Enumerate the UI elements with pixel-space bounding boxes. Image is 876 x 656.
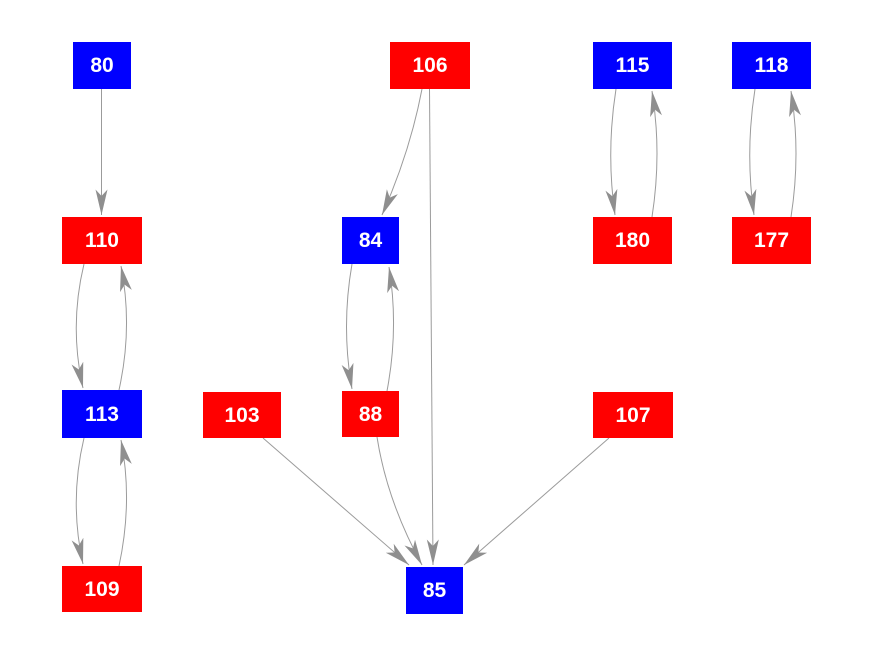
edge-118-to-177 xyxy=(744,88,757,216)
edge-115-to-180 xyxy=(605,88,618,216)
graph-node-103[interactable]: 103 xyxy=(203,392,281,438)
edge-109-to-113 xyxy=(118,439,132,567)
edge-113-to-110 xyxy=(118,265,132,391)
edge-88-to-84 xyxy=(386,266,400,392)
edge-106-to-85 xyxy=(426,88,439,566)
edge-180-to-115 xyxy=(650,90,662,218)
edge-107-to-85 xyxy=(463,437,610,566)
graph-node-110[interactable]: 110 xyxy=(62,217,142,264)
graph-node-80[interactable]: 80 xyxy=(73,42,131,89)
graph-node-88[interactable]: 88 xyxy=(342,391,399,437)
edge-group xyxy=(71,88,801,567)
edge-103-to-85 xyxy=(262,437,410,566)
graph-node-113[interactable]: 113 xyxy=(62,390,142,438)
graph-node-106[interactable]: 106 xyxy=(390,42,470,89)
edge-84-to-88 xyxy=(341,263,354,390)
graph-node-115[interactable]: 115 xyxy=(593,42,672,89)
graph-node-180[interactable]: 180 xyxy=(593,217,672,264)
edge-88-to-85 xyxy=(376,436,423,566)
graph-node-118[interactable]: 118 xyxy=(732,42,811,89)
graph-node-84[interactable]: 84 xyxy=(342,217,399,264)
graph-node-107[interactable]: 107 xyxy=(593,392,673,438)
edge-177-to-118 xyxy=(789,90,801,218)
edge-110-to-113 xyxy=(71,263,85,389)
graph-node-109[interactable]: 109 xyxy=(62,566,142,612)
graph-node-177[interactable]: 177 xyxy=(732,217,811,264)
edge-106-to-84 xyxy=(381,88,423,216)
graph-node-85[interactable]: 85 xyxy=(406,567,463,614)
edge-113-to-109 xyxy=(71,437,85,565)
